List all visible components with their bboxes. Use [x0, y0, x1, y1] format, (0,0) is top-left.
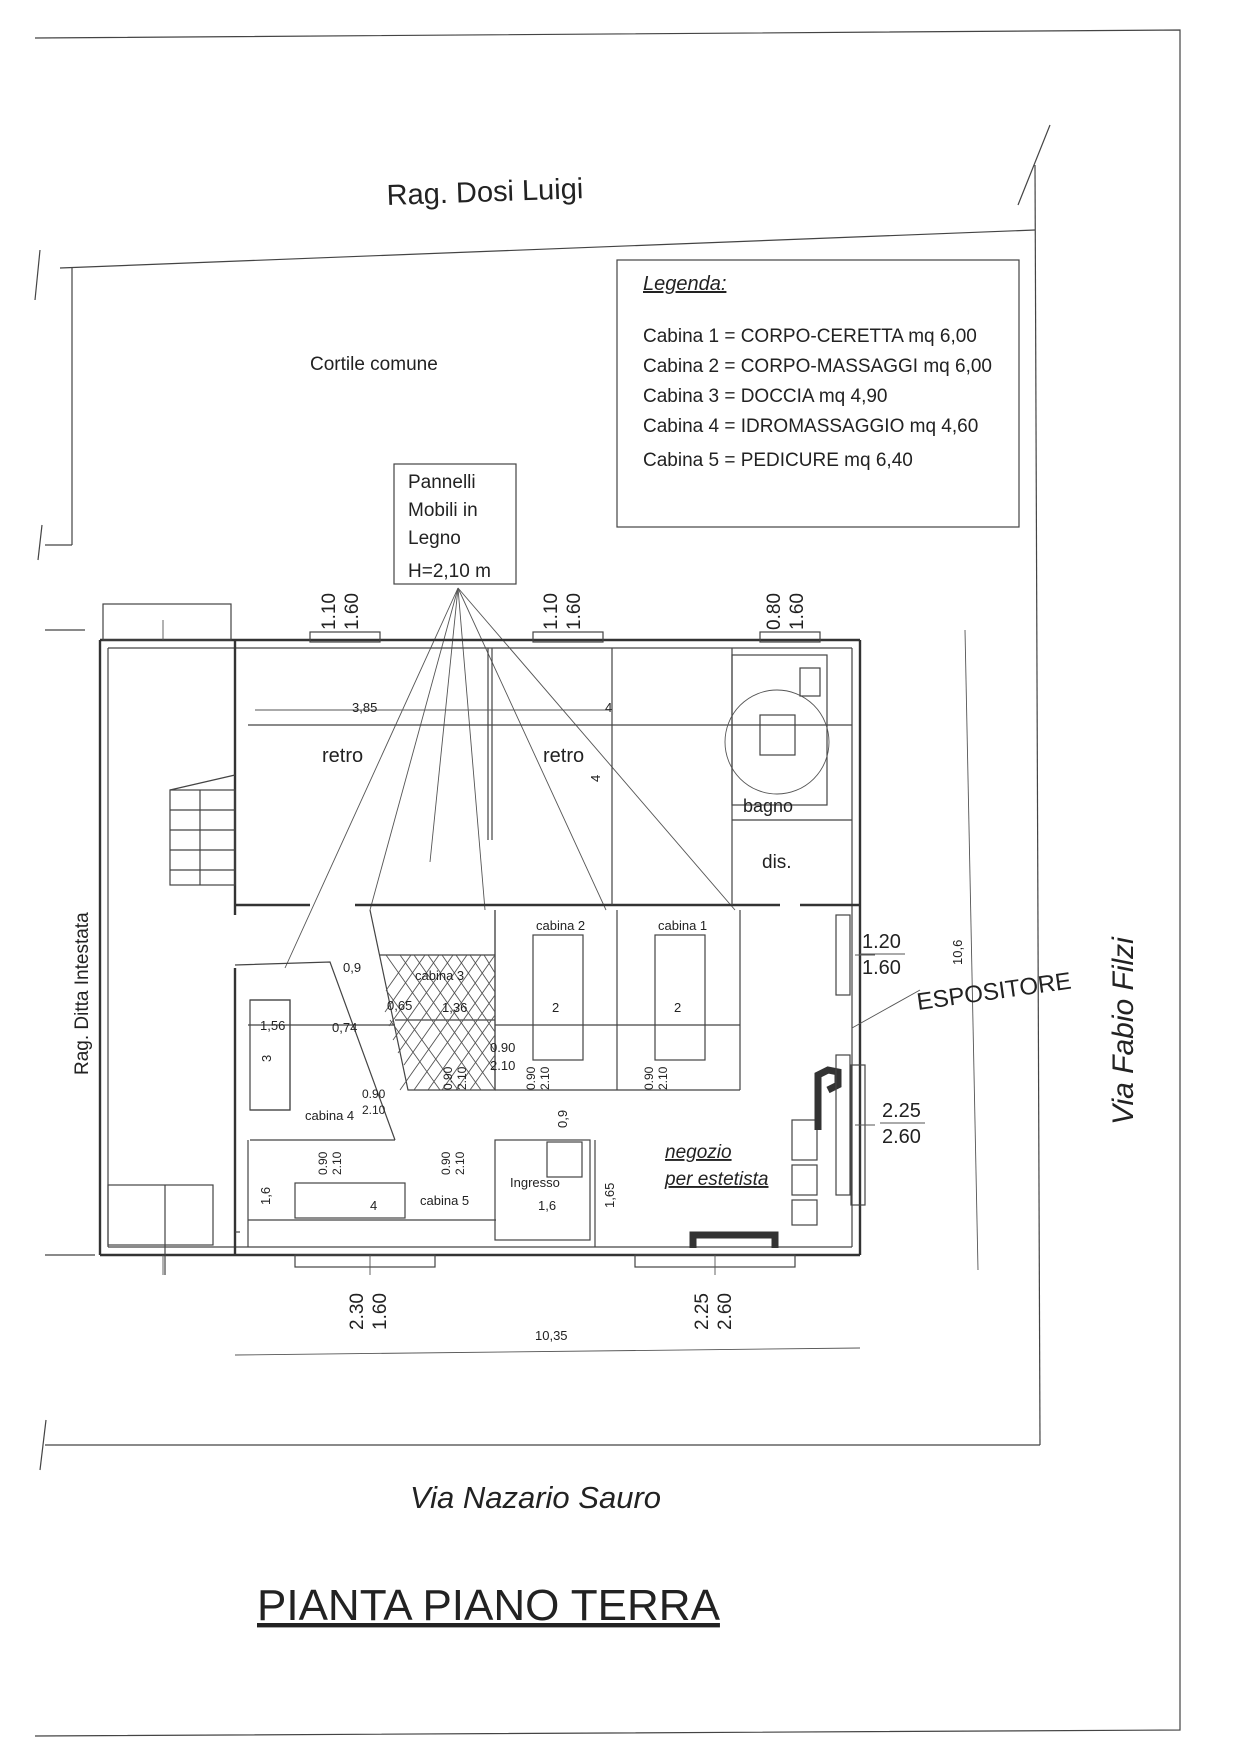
dim-label: 10,6 — [950, 940, 965, 965]
dim-label: 0,9 — [555, 1110, 570, 1128]
page-frame — [34, 29, 1181, 1737]
legend-item: Cabina 2 = CORPO-MASSAGGI mq 6,00 — [643, 356, 992, 377]
espositore-label: ESPOSITORE — [915, 968, 1073, 1016]
property-boundary — [34, 124, 1051, 1471]
room-cabina2: cabina 2 — [536, 918, 585, 933]
dim-label: 0.90 — [524, 1066, 538, 1090]
dim-label: 2.10 — [656, 1066, 670, 1090]
street-bottom-label: Via Nazario Sauro — [410, 1480, 661, 1515]
window-dim: 1.10 — [541, 593, 562, 630]
room-cabina5: cabina 5 — [420, 1193, 469, 1208]
dim-label: 1,65 — [602, 1183, 617, 1208]
window-dim: 2.25 — [692, 1293, 713, 1330]
dim-label: 0,9 — [343, 960, 361, 975]
dim-label: 2.10 — [362, 1103, 386, 1117]
dim-label: 2.10 — [330, 1151, 344, 1175]
legend-item: Cabina 3 = DOCCIA mq 4,90 — [643, 386, 888, 407]
panels-note-line: Legno — [408, 528, 461, 549]
legend-title: Legenda: — [643, 273, 726, 295]
dim-label: 0.90 — [490, 1040, 515, 1055]
dim-label: 1,6 — [538, 1198, 556, 1213]
dim-label: 4 — [370, 1198, 377, 1213]
room-negozio: negozio — [665, 1142, 732, 1163]
dim-label: 2.10 — [453, 1151, 467, 1175]
window-dim: 1.60 — [787, 593, 808, 630]
room-dimensions: 3,85 4 4 10,6 10,35 0,9 0,74 1,56 3 0,65… — [258, 700, 965, 1343]
street-right-label: Via Fabio Filzi — [1107, 936, 1140, 1125]
dim-label: 0.90 — [441, 1066, 455, 1090]
legend-item: Cabina 5 = PEDICURE mq 6,40 — [643, 450, 913, 471]
legend-box: Legenda: Cabina 1 = CORPO-CERETTA mq 6,0… — [616, 259, 1020, 528]
window-dim: 1.60 — [862, 957, 901, 979]
dim-label: 1,56 — [260, 1018, 285, 1033]
room-cabina3: cabina 3 — [415, 968, 464, 983]
dim-label: 0.90 — [316, 1151, 330, 1175]
dim-label: 2.10 — [538, 1066, 552, 1090]
dim-label: 0.90 — [362, 1087, 386, 1101]
dim-label: 0.90 — [642, 1066, 656, 1090]
dim-label: 2.10 — [455, 1066, 469, 1090]
window-dimensions: 1.10 1.60 1.10 1.60 0.80 1.60 1.20 1.60 … — [319, 593, 925, 1330]
panels-note-line: H=2,10 m — [408, 561, 491, 582]
dim-label: 10,35 — [535, 1328, 568, 1343]
room-bagno: bagno — [743, 796, 793, 816]
dimension-lines — [162, 620, 979, 1356]
window-dim: 2.30 — [347, 1293, 368, 1330]
panels-leader-lines — [284, 587, 736, 969]
room-retro-mid: retro — [543, 745, 584, 767]
dim-label: 2.10 — [490, 1058, 515, 1073]
dim-label: 4 — [605, 700, 612, 715]
page-title: PIANTA PIANO TERRA — [257, 1581, 721, 1630]
room-ingresso: Ingresso — [510, 1175, 560, 1190]
panels-note-line: Mobili in — [408, 500, 478, 521]
room-retro-left: retro — [322, 745, 363, 767]
dim-label: 0,74 — [332, 1020, 357, 1035]
dim-label: 0,65 — [387, 998, 412, 1013]
dim-label: 2 — [674, 1000, 681, 1015]
street-top-label: Rag. Dosi Luigi — [386, 173, 584, 212]
dim-label: 3,85 — [352, 700, 377, 715]
window-dim: 1.60 — [342, 593, 363, 630]
panels-note-line: Pannelli — [408, 472, 476, 493]
room-dis: dis. — [762, 852, 792, 873]
window-dim: 2.60 — [882, 1126, 921, 1148]
dim-label: 0.90 — [439, 1151, 453, 1175]
window-dim: 2.60 — [715, 1293, 736, 1330]
window-dim: 2.25 — [882, 1100, 921, 1122]
window-dim: 1.20 — [862, 931, 901, 953]
dim-label: 1,36 — [442, 1000, 467, 1015]
window-dim: 0.80 — [764, 593, 785, 630]
dim-label: 3 — [259, 1055, 274, 1062]
window-dim: 1.10 — [319, 593, 340, 630]
dim-label: 4 — [588, 775, 603, 782]
room-cabina4: cabina 4 — [305, 1108, 354, 1123]
building-walls — [98, 603, 866, 1275]
legend-item: Cabina 4 = IDROMASSAGGIO mq 4,60 — [643, 416, 978, 437]
legend-item: Cabina 1 = CORPO-CERETTA mq 6,00 — [643, 326, 977, 347]
street-left-label: Rag. Ditta Intestata — [72, 912, 93, 1075]
courtyard-label: Cortile comune — [310, 354, 438, 375]
cabina-3-hatch — [384, 954, 496, 1091]
panels-note: Pannelli Mobili in Legno H=2,10 m — [393, 463, 517, 585]
dim-label: 1,6 — [258, 1187, 273, 1205]
window-dim: 1.60 — [370, 1293, 391, 1330]
dim-label: 2 — [552, 1000, 559, 1015]
room-negozio-subtitle: per estetista — [664, 1169, 769, 1190]
room-cabina1: cabina 1 — [658, 918, 707, 933]
window-dim: 1.60 — [564, 593, 585, 630]
